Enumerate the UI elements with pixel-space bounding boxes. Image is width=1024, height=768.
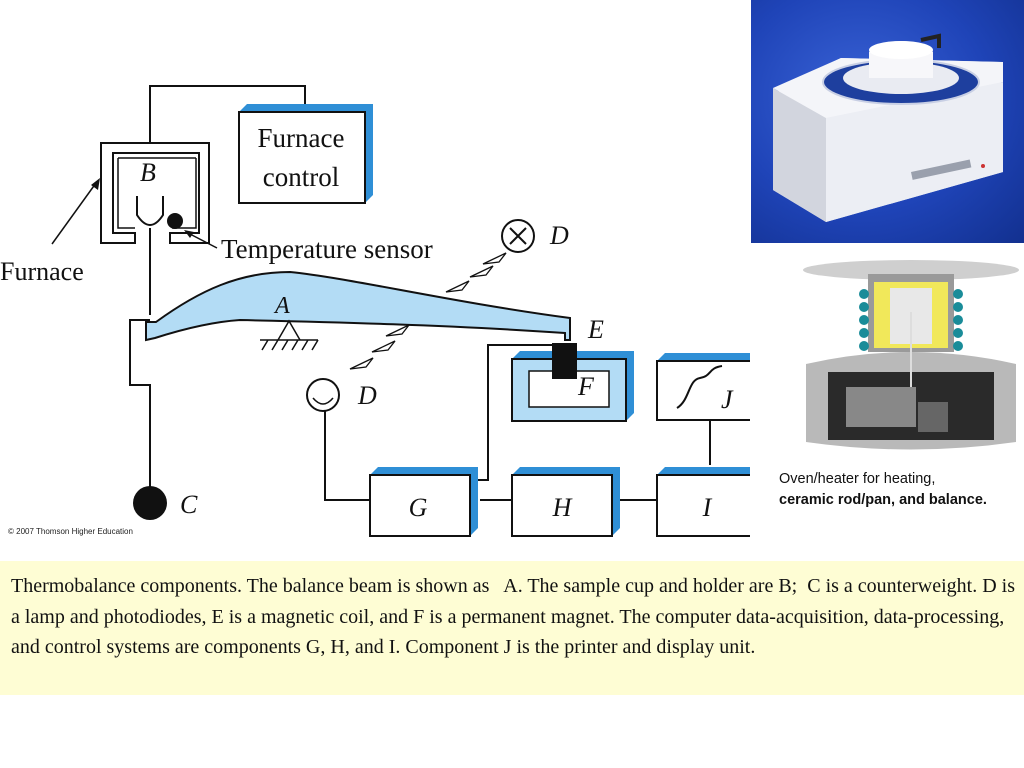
label-sample-holder: B (140, 158, 156, 187)
counterweight (133, 486, 167, 520)
label-beam: A (273, 293, 290, 319)
printer-display-box (656, 353, 750, 421)
data-acquisition-box (369, 467, 478, 537)
data-processing-box (511, 467, 620, 537)
label-magnetic-coil: E (587, 315, 604, 344)
light-rays-lower (349, 324, 410, 370)
label-data-acquisition: G (409, 493, 428, 522)
lamp (501, 219, 535, 253)
label-control-system: I (702, 493, 713, 522)
label-furnace: Furnace (0, 257, 84, 286)
control-system-box (656, 467, 750, 537)
label-photodiode: D (357, 381, 377, 410)
balance-beam (145, 270, 571, 342)
label-counterweight: C (180, 490, 198, 519)
photodiode (306, 378, 340, 412)
furnace (100, 142, 210, 244)
instrument-photo (751, 0, 1024, 243)
copyright-notice: © 2007 Thomson Higher Education (8, 527, 133, 536)
caption-text: Thermobalance components. The balance be… (11, 575, 1020, 658)
temperature-sensor-dot (167, 213, 183, 229)
label-magnet: F (577, 372, 595, 401)
side-caption: Oven/heater for heating, ceramic rod/pan… (779, 469, 1019, 511)
label-furnace-control-2: control (263, 162, 339, 192)
sample-holder (136, 196, 164, 226)
cutaway-photo (798, 252, 1024, 453)
thermobalance-diagram: B Temperature sensor Furnace Furnace con… (0, 85, 750, 537)
label-lamp: D (549, 221, 569, 250)
label-printer-display: J (721, 385, 734, 414)
label-data-processing: H (552, 493, 573, 522)
label-temperature-sensor: Temperature sensor (221, 234, 433, 264)
connection-wires (129, 85, 711, 501)
side-caption-line1: Oven/heater for heating, (779, 471, 936, 487)
permanent-magnet (511, 351, 634, 422)
magnetic-coil (552, 343, 577, 379)
side-caption-line2: ceramic rod/pan, and balance. (779, 492, 987, 508)
furnace-control-box (238, 104, 373, 204)
label-furnace-control-1: Furnace (258, 123, 345, 153)
light-rays-upper (445, 252, 507, 293)
caption-panel: Thermobalance components. The balance be… (0, 561, 1024, 695)
